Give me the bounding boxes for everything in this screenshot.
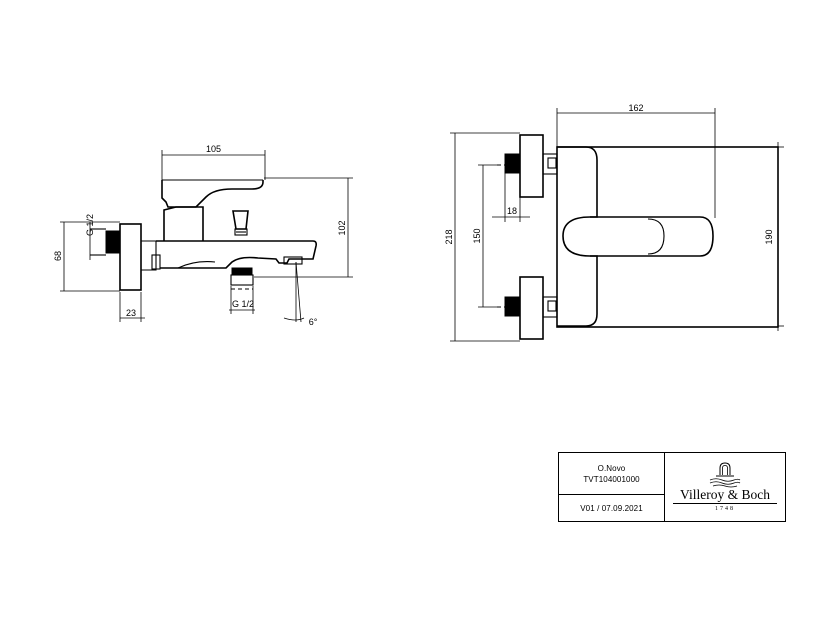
dim-offset-18: 18: [507, 206, 517, 216]
version-date: V01 / 07.09.2021: [580, 503, 643, 513]
dim-depth-23: 23: [126, 308, 136, 318]
dim-width-105: 105: [206, 144, 221, 154]
mixer-lever: [161, 180, 264, 208]
bottom-outlet: [231, 267, 253, 275]
lever-base: [163, 206, 204, 241]
lower-inlet-connector: [504, 296, 521, 317]
dim-centers-150: 150: [472, 228, 482, 243]
mixer-body: [156, 240, 317, 269]
brand-year: 1748: [715, 505, 735, 512]
dim-height-218: 218: [444, 229, 454, 244]
article-number: TVT104001000: [583, 474, 640, 484]
mixer-body-top: [556, 146, 779, 328]
lower-wall-flange: [519, 276, 544, 340]
dim-angle-6: 6°: [309, 317, 318, 327]
side-view: 105 102 68 G 1/2 23 G 1/2 6°: [53, 144, 353, 327]
spout-outlet: [283, 256, 303, 265]
brand-divider: [673, 502, 777, 504]
upper-wall-flange: [519, 134, 544, 198]
product-info: O.Novo TVT104001000: [559, 453, 664, 495]
dim-height-190: 190: [764, 229, 774, 244]
diverter-knob: [232, 210, 249, 230]
title-block-info: O.Novo TVT104001000 V01 / 07.09.2021: [559, 453, 665, 521]
fountain-logo-icon: [709, 461, 741, 487]
dim-height-68: 68: [53, 251, 63, 261]
inlet-connector: [105, 230, 121, 254]
version-info: V01 / 07.09.2021: [559, 495, 664, 521]
lever-handle-top: [590, 216, 714, 257]
dim-height-102: 102: [337, 220, 347, 235]
dim-outlet-thread: G 1/2: [232, 299, 254, 309]
title-block: O.Novo TVT104001000 V01 / 07.09.2021 Vil…: [558, 452, 786, 522]
wall-flange: [119, 223, 142, 291]
brand-name: Villeroy & Boch: [680, 486, 770, 502]
brand-logo: Villeroy & Boch 1748: [665, 453, 785, 521]
top-view: 162 218 150 18 190: [444, 103, 784, 342]
upper-inlet-connector: [504, 153, 521, 174]
dim-width-162: 162: [628, 103, 643, 113]
product-name: O.Novo: [597, 463, 626, 473]
lever-outline-top: [557, 146, 598, 327]
dim-thread-g12: G 1/2: [85, 214, 95, 236]
